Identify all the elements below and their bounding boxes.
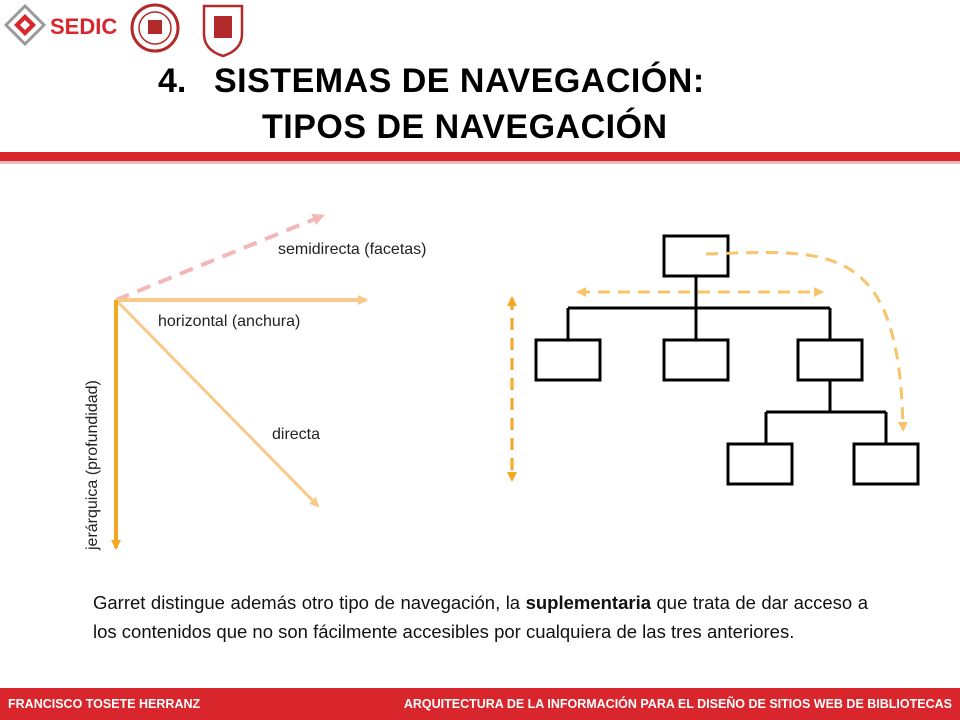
footer-bar: FRANCISCO TOSETE HERRANZ ARQUITECTURA DE… <box>0 688 960 720</box>
body-text-bold: suplementaria <box>525 592 652 613</box>
crest-icon <box>202 4 244 58</box>
navigation-diagram <box>111 213 920 550</box>
logo-group: SEDIC <box>3 3 244 58</box>
sedic-logo-text: SEDIC <box>50 14 117 39</box>
tree-node-root <box>662 234 730 278</box>
page-title-line2: TIPOS DE NAVEGACIÓN <box>262 108 668 146</box>
tree-node-level2-b <box>852 442 920 486</box>
title-divider-shadow <box>0 161 960 164</box>
tree-node-level2-a <box>726 442 794 486</box>
sedic-logo-icon <box>3 3 47 47</box>
semidirecta-arrow <box>115 213 325 302</box>
body-text-after: que trata de dar acceso a los contenidos… <box>93 592 868 642</box>
body-text-before: Garret distingue además otro tipo de nav… <box>93 592 526 613</box>
site-tree <box>534 234 920 486</box>
body-paragraph: Garret distingue además otro tipo de nav… <box>93 588 868 646</box>
title-number: 4. <box>158 62 187 100</box>
supplementary-curved-arrow <box>705 250 908 432</box>
label-directa: directa <box>272 426 321 443</box>
directa-arrow <box>114 298 320 508</box>
page-title-line1: SISTEMAS DE NAVEGACIÓN: <box>214 62 705 100</box>
label-jerarquica: jerárquica (profundidad) <box>84 380 101 550</box>
footer-author: FRANCISCO TOSETE HERRANZ <box>8 697 201 711</box>
tree-node-level1-c <box>796 338 864 382</box>
label-horizontal: horizontal (anchura) <box>158 313 301 330</box>
title-divider <box>0 152 960 161</box>
footer-course-title: ARQUITECTURA DE LA INFORMACIÓN PARA EL D… <box>403 697 952 711</box>
label-semidirecta: semidirecta (facetas) <box>278 241 427 258</box>
university-seal-icon <box>130 3 180 53</box>
tree-node-level1-a <box>534 338 602 382</box>
header-logos: SEDIC <box>0 0 260 62</box>
tree-node-level1-b <box>662 338 730 382</box>
